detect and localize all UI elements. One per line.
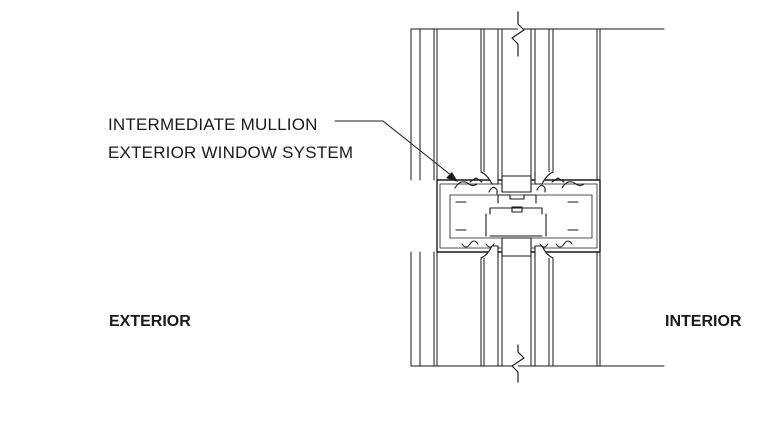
callout-subtitle: EXTERIOR WINDOW SYSTEM: [108, 143, 354, 162]
break-line-bottom: [511, 344, 525, 383]
wall-boundaries: [410, 28, 665, 367]
break-line-top: [511, 11, 525, 57]
wall-layers-upper: [410, 28, 601, 181]
wall-layers-lower: [410, 251, 601, 367]
thermal-break-profile: [455, 194, 579, 237]
interior-label: INTERIOR: [665, 313, 742, 330]
exterior-label: EXTERIOR: [109, 313, 191, 330]
glazing-pocket-top: [454, 171, 585, 195]
callout-title: INTERMEDIATE MULLION: [108, 115, 318, 134]
callout-leader: [334, 120, 458, 182]
glazing-pocket-bottom: [461, 237, 573, 259]
